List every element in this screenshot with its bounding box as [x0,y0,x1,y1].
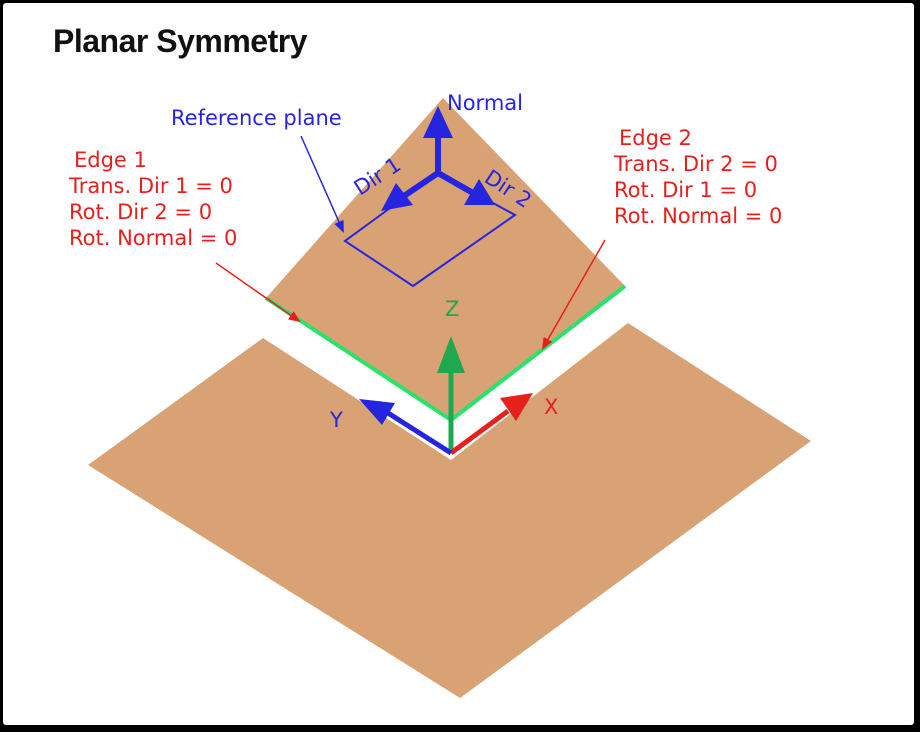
edge-2-annotation: Edge 2 Trans. Dir 2 = 0 Rot. Dir 1 = 0 R… [613,126,782,228]
axis-y-arrow [359,399,453,456]
edge-1-line-3: Rot. Normal = 0 [69,226,237,250]
page-title: Planar Symmetry [53,23,307,59]
dir1-arrow [381,170,440,211]
axis-x-label: X [544,395,558,419]
axis-z-arrow [437,336,465,453]
edge-2-title: Edge 2 [619,126,692,150]
axis-x-arrow [449,393,533,456]
reference-plane-leader [300,135,344,233]
edge-2-leader [542,239,606,350]
lower-plate [88,323,811,698]
edge-2-line-1: Trans. Dir 2 = 0 [613,152,778,176]
axis-y-label: Y [329,408,343,432]
edge-1-line-2: Rot. Dir 2 = 0 [69,200,212,224]
edge-1-annotation: Edge 1 Trans. Dir 1 = 0 Rot. Dir 2 = 0 R… [68,148,237,250]
edge-1-title: Edge 1 [74,148,147,172]
normal-label: Normal [447,91,523,115]
edge-1-line-1: Trans. Dir 1 = 0 [68,174,233,198]
upper-plate [266,98,625,420]
edge-2-line [449,284,627,422]
edge-1-leader [215,262,301,323]
edge-2-line-3: Rot. Normal = 0 [614,204,782,228]
edge-2-line-2: Rot. Dir 1 = 0 [614,178,757,202]
axis-z-label: Z [445,297,459,321]
normal-arrow [423,106,453,173]
dir2-arrow [436,170,495,205]
diagram-panel: Planar Symmetry [3,3,914,725]
reference-plane-label: Reference plane [171,106,342,130]
planar-symmetry-diagram: Reference plane Normal Dir 1 Dir 2 Z X Y… [68,91,811,698]
